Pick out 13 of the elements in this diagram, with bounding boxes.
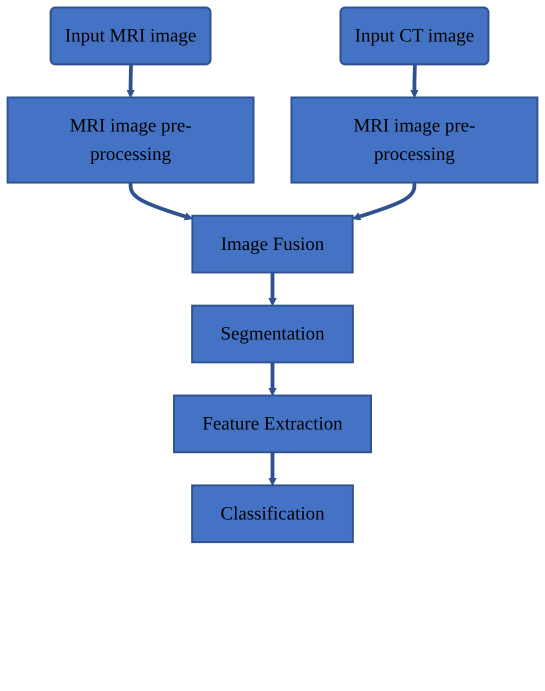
arrow [128,182,193,220]
arrow [268,272,277,306]
node-box: Classification [191,484,354,544]
node-box: MRI image pre-processing [290,96,538,184]
arrow [268,362,277,396]
node-box: Feature Extraction [173,394,372,454]
node-box: MRI image pre-processing [6,96,255,184]
arrow [352,182,416,220]
node-box: Image Fusion [191,214,354,274]
arrow [126,64,135,98]
node-box: Segmentation [191,304,354,364]
arrow [268,452,277,486]
arrow [410,64,419,98]
